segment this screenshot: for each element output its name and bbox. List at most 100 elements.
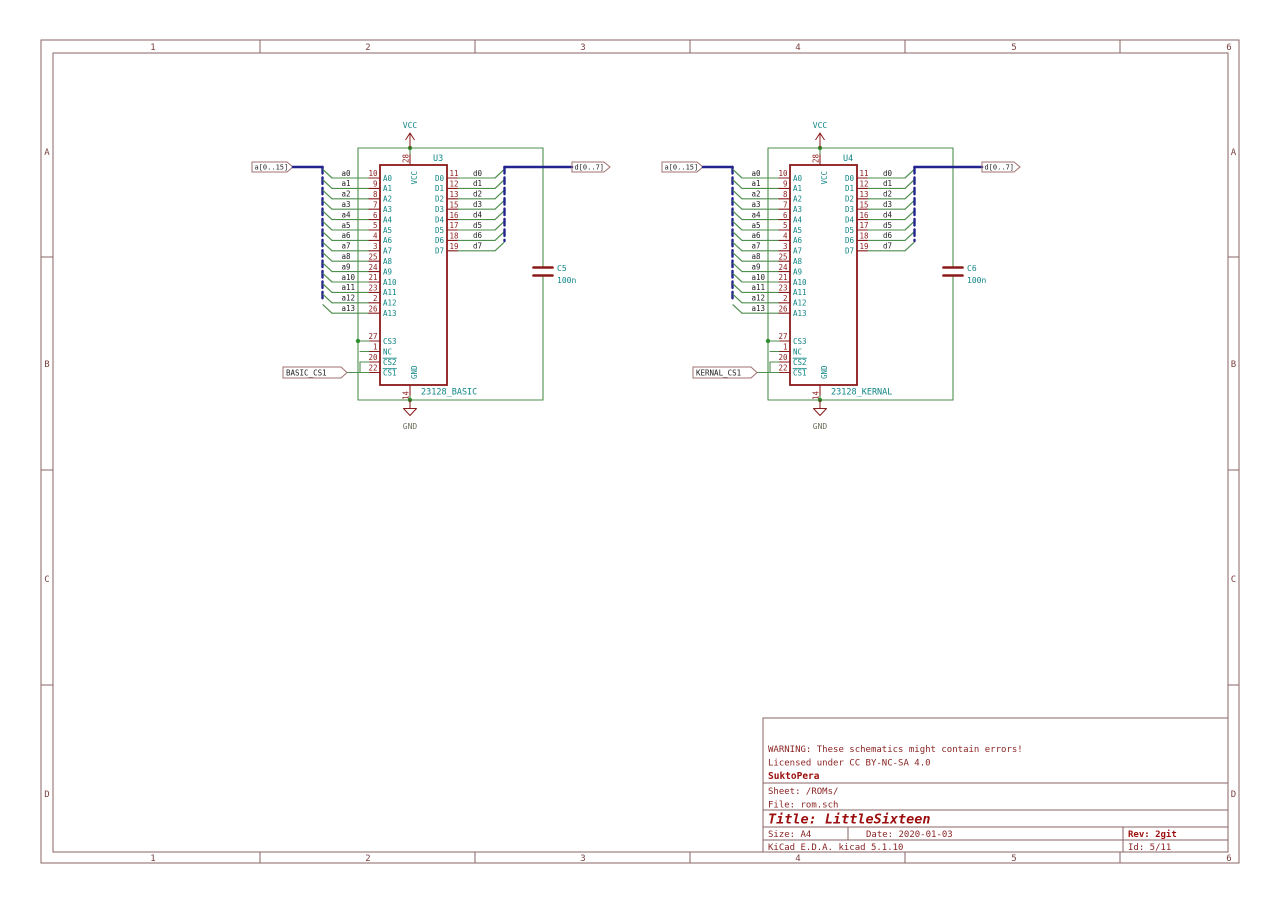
junction-dot (355, 338, 361, 344)
bus-entry (322, 304, 333, 314)
paper-size: Size: A4 (768, 830, 811, 840)
net-label: a3 (752, 200, 761, 209)
frame-column-label: 1 (150, 854, 155, 864)
net-label: d4 (473, 210, 483, 219)
vcc-arrow (405, 132, 415, 141)
net-label: a0 (342, 169, 352, 178)
bus-entry (904, 231, 915, 241)
gnd-symbol: GND (403, 399, 417, 431)
bus-entry (494, 210, 505, 221)
frame-column-label: 1 (150, 43, 155, 53)
bus-label-text: d[0..7] (985, 164, 1015, 172)
net-label: d5 (473, 221, 482, 230)
capacitor-reference: C5 (557, 264, 567, 273)
pin-number: 26 (778, 304, 788, 313)
pin-name: D5 (845, 226, 854, 235)
global-label-outline (981, 161, 1021, 173)
pin-number: 9 (783, 180, 788, 189)
bus-label-data: d[0..7] (571, 161, 611, 173)
bus-entry (732, 200, 743, 210)
pin-name: VCC (410, 171, 419, 185)
pin-name: A10 (793, 278, 807, 287)
pin-number: 19 (450, 242, 459, 251)
bus-label-text: d[0..7] (575, 164, 605, 172)
global-label-outline (571, 161, 611, 173)
gnd-triangle (403, 408, 417, 416)
bus-entry (494, 221, 505, 231)
pin-name: A3 (383, 205, 392, 214)
net-label: a12 (752, 294, 766, 303)
net-label: d5 (883, 221, 892, 230)
net-label: d1 (473, 179, 482, 188)
net-label: a3 (342, 200, 351, 209)
gnd-symbol: GND (813, 399, 827, 431)
bus-label-address: a[0..15] (251, 161, 294, 173)
sheet-title: Title: LittleSixteen (768, 812, 931, 828)
net-label: a9 (752, 262, 761, 271)
frame-row-label: B (44, 360, 49, 370)
bus-label-text: a[0..15] (255, 164, 289, 172)
bus-entry (732, 293, 743, 304)
pin-number: 14 (402, 390, 411, 400)
pin-name: GND (820, 365, 829, 379)
pin-number: 17 (860, 221, 869, 230)
cs-label-text: KERNAL_CS1 (696, 369, 741, 378)
pin-number: 23 (778, 284, 787, 293)
frame-row-label: D (1231, 790, 1236, 800)
bus-entry (322, 252, 333, 262)
bus-entry (494, 241, 505, 252)
pin-name: A1 (383, 184, 392, 193)
global-label-outline (282, 366, 348, 379)
file-name: File: rom.sch (768, 801, 838, 811)
pin-name: D3 (435, 205, 444, 214)
net-label: a4 (342, 210, 352, 219)
chip-reference: U3 (433, 154, 443, 164)
pin-number: 18 (450, 232, 460, 241)
bus-entry (322, 189, 333, 200)
frame-column-label: 4 (795, 43, 800, 53)
chip-body (379, 164, 448, 386)
net-label: a13 (752, 304, 766, 313)
pin-number: 21 (778, 273, 787, 282)
pin-number: 24 (368, 263, 378, 272)
pin-name: A4 (793, 215, 803, 224)
bus-entry (494, 200, 505, 210)
pin-name: A8 (793, 257, 803, 266)
pin-number: 16 (450, 211, 460, 220)
net-label: a10 (752, 273, 766, 282)
bus-entry (732, 231, 743, 241)
bus-entry (494, 189, 505, 200)
frame-column-label: 6 (1226, 854, 1231, 864)
bus-entry (732, 179, 743, 189)
chip-value: 23128_KERNAL (831, 388, 892, 398)
net-label: a7 (752, 242, 761, 251)
bus-entry (322, 210, 333, 221)
net-label: a13 (342, 304, 356, 313)
title-block: WARNING: These schematics might contain … (762, 717, 1229, 853)
pin-name: D1 (845, 184, 854, 193)
pin-number: 11 (450, 169, 459, 178)
pin-number: 10 (368, 169, 378, 178)
bus-entry (732, 169, 743, 179)
pin-name: A13 (793, 309, 807, 318)
inner-border (52, 52, 1229, 853)
pin-name: A2 (793, 195, 802, 204)
pin-name: D2 (845, 195, 854, 204)
pin-number: 9 (373, 180, 378, 189)
frame-column-label: 2 (365, 43, 370, 53)
frame-column-label: 6 (1226, 43, 1231, 53)
bus-entry (904, 200, 915, 210)
pin-number: 15 (450, 200, 459, 209)
net-label: a6 (342, 231, 352, 240)
net-label: a5 (342, 221, 351, 230)
pin-name: NC (383, 347, 392, 356)
bus-entry (322, 200, 333, 210)
pin-number: 15 (860, 200, 869, 209)
pin-number: 20 (778, 353, 788, 362)
bus-label-address: a[0..15] (661, 161, 704, 173)
pin-number: 23 (368, 284, 377, 293)
bus-entry (322, 262, 333, 273)
global-label-outline (251, 161, 294, 173)
